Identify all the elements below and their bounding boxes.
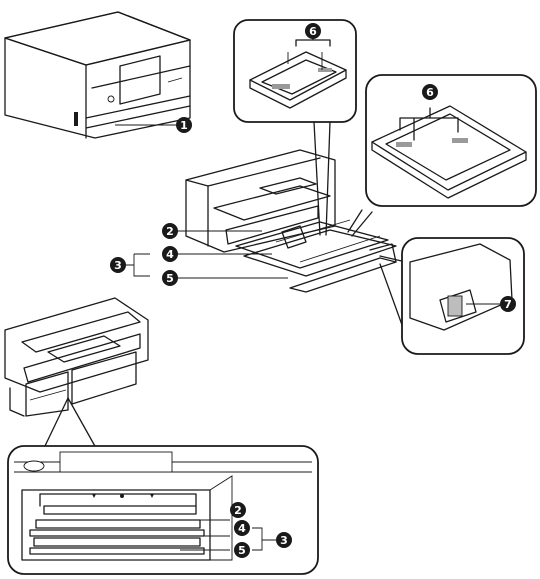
callout-4-middle: 4: [162, 246, 178, 262]
detail-panel-seven: [401, 237, 525, 355]
callout-6-top: 6: [305, 23, 321, 39]
svg-text:5: 5: [238, 544, 246, 557]
svg-text:3: 3: [114, 259, 122, 272]
svg-text:4: 4: [238, 522, 246, 535]
svg-text:3: 3: [280, 534, 288, 547]
printer-illustration-middle: [185, 149, 397, 293]
callout-3-bottom: 3: [276, 532, 292, 548]
callout-2-bottom: 2: [230, 502, 246, 518]
callout-3-middle: 3: [110, 257, 126, 273]
svg-text:4: 4: [166, 248, 174, 261]
callout-5-bottom: 5: [234, 542, 250, 558]
detail-panel-right: [365, 74, 537, 207]
callout-7: 7: [500, 296, 516, 312]
detail-panel-bottom: [7, 445, 319, 575]
svg-text:1: 1: [180, 119, 188, 132]
svg-text:7: 7: [504, 298, 512, 311]
callout-5-middle: 5: [162, 270, 178, 286]
printer-illustration-topleft: [4, 11, 191, 139]
svg-text:2: 2: [234, 504, 242, 517]
callout-1: 1: [176, 117, 192, 133]
svg-text:5: 5: [166, 272, 174, 285]
callout-lines: [43, 121, 407, 449]
printer-illustration-lower: [4, 297, 149, 417]
callout-2-middle: 2: [162, 223, 178, 239]
callout-6-right: 6: [422, 84, 438, 100]
callout-4-bottom: 4: [234, 520, 250, 536]
svg-text:6: 6: [309, 25, 317, 38]
svg-text:6: 6: [426, 86, 434, 99]
detail-panel-top: [233, 19, 357, 123]
svg-text:2: 2: [166, 225, 174, 238]
